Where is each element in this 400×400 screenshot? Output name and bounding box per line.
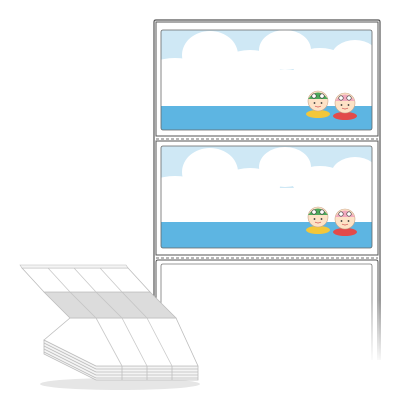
label-middle [155, 140, 379, 256]
fanfold-stack-icon [19, 264, 200, 390]
swimming-boy-icon [306, 90, 330, 118]
label-top-artwork [161, 30, 372, 130]
sea [161, 222, 372, 248]
swimming-girl-icon [333, 92, 357, 120]
label-strip-frame [153, 19, 381, 360]
swimming-boy-icon [306, 206, 330, 234]
swimming-girl-icon [333, 208, 357, 236]
label-middle-artwork [161, 146, 372, 248]
cloud-shapes [161, 147, 372, 228]
cloud-shapes [161, 30, 372, 110]
label-top [155, 21, 379, 137]
